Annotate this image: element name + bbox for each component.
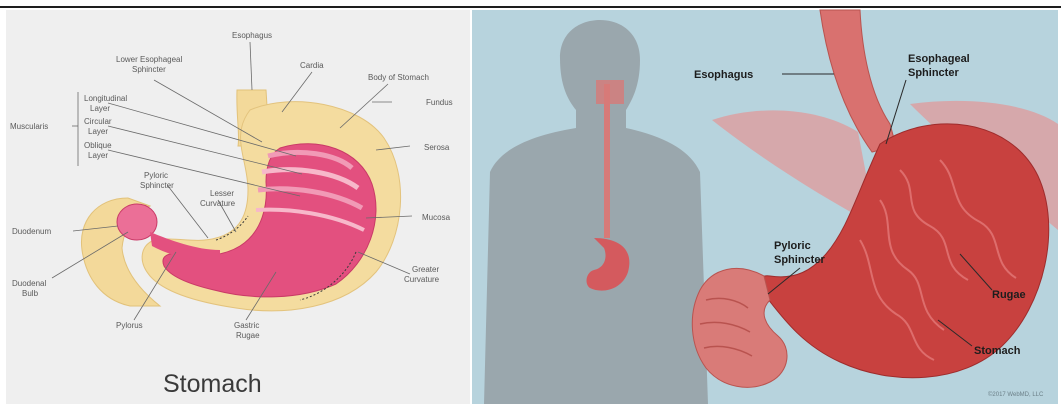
label-lesser-curvature: Lesser	[210, 189, 234, 198]
label-greater-curvature: Greater	[412, 265, 439, 274]
label-pyloric-sphincter-2: Sphincter	[140, 181, 174, 190]
silhouette-esophagus	[604, 84, 610, 238]
label-longitudinal-layer-2: Layer	[90, 104, 110, 113]
label-esophagus: Esophagus	[232, 31, 272, 40]
label-esophageal-sphincter-2: Sphincter	[908, 67, 959, 79]
human-silhouette	[484, 20, 708, 404]
silhouette-mouth-region	[596, 80, 624, 104]
label-lower-esophageal-sphincter-2: Sphincter	[132, 65, 166, 74]
label-greater-curvature-2: Curvature	[404, 275, 440, 284]
label-gastric-rugae: Gastric	[234, 321, 259, 330]
right-illustration	[484, 10, 1058, 404]
label-esophagus-right: Esophagus	[694, 69, 753, 81]
label-lesser-curvature-2: Curvature	[200, 199, 236, 208]
label-pyloric-sphincter-right: Pyloric	[774, 240, 811, 252]
label-oblique-layer: Oblique	[84, 141, 112, 150]
label-serosa: Serosa	[424, 143, 450, 152]
label-fundus: Fundus	[426, 98, 453, 107]
label-circular-layer: Circular	[84, 117, 112, 126]
image-credit: ©2017 WebMD, LLC	[988, 391, 1044, 398]
label-pylorus: Pylorus	[116, 321, 143, 330]
left-diagram-title: Stomach	[163, 370, 262, 398]
label-stomach: Stomach	[974, 345, 1021, 357]
label-pyloric-sphincter-right-2: Sphincter	[774, 254, 825, 266]
diaphragm-tissue-left	[712, 110, 876, 226]
label-esophageal-sphincter: Esophageal	[908, 53, 970, 65]
label-muscularis: Muscularis	[10, 122, 48, 131]
label-gastric-rugae-2: Rugae	[236, 331, 260, 340]
label-mucosa: Mucosa	[422, 213, 451, 222]
label-circular-layer-2: Layer	[88, 127, 108, 136]
label-lower-esophageal-sphincter: Lower Esophageal	[116, 55, 182, 64]
left-stomach-illustration	[81, 90, 400, 311]
label-duodenal-bulb: Duodenal	[12, 279, 46, 288]
label-oblique-layer-2: Layer	[88, 151, 108, 160]
label-duodenum: Duodenum	[12, 227, 51, 236]
label-duodenal-bulb-2: Bulb	[22, 289, 39, 298]
label-cardia: Cardia	[300, 61, 324, 70]
label-pyloric-sphincter: Pyloric	[144, 171, 168, 180]
label-longitudinal-layer: Longitudinal	[84, 94, 127, 103]
label-rugae: Rugae	[992, 289, 1026, 301]
label-body-of-stomach: Body of Stomach	[368, 73, 429, 82]
